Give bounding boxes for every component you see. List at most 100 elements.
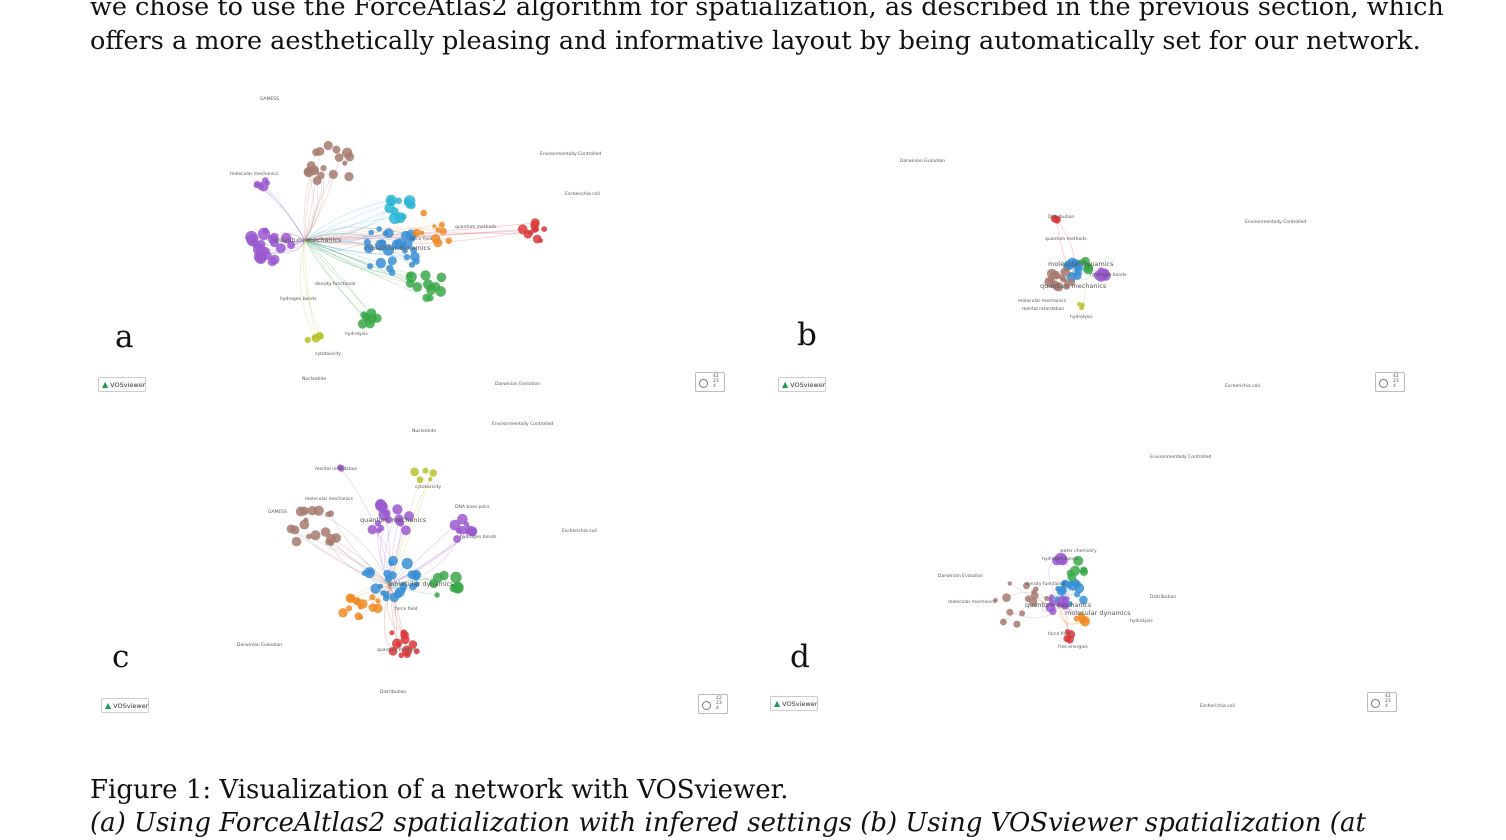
vosviewer-label: VOSviewer — [113, 701, 149, 710]
network-node — [1083, 263, 1094, 275]
node-label: Nucleotide — [302, 376, 326, 382]
node-group — [1044, 214, 1111, 311]
network-node — [1066, 569, 1074, 577]
node-label: quantum methods — [455, 224, 497, 230]
network-node — [367, 524, 377, 535]
network-edge — [389, 584, 398, 644]
network-node — [287, 241, 296, 249]
figure-caption: Figure 1: Visualization of a network wit… — [90, 775, 789, 805]
network-edge — [389, 531, 473, 586]
network-node — [445, 237, 453, 244]
network-node — [373, 603, 383, 614]
network-node — [1061, 579, 1070, 589]
network-node — [347, 595, 355, 603]
network-edge — [389, 524, 456, 586]
network-node — [312, 176, 322, 186]
vosviewer-logo-icon: ▲ — [105, 700, 112, 710]
node-label: force field — [410, 236, 433, 242]
network-node — [306, 533, 312, 540]
network-node — [256, 239, 266, 249]
network-edge — [304, 232, 389, 243]
network-edge — [299, 239, 315, 338]
node-label: Environmentally Controlled — [540, 151, 601, 157]
node-label: molecular dynamics — [1048, 260, 1114, 268]
network-node — [1048, 594, 1055, 600]
network-edge — [1056, 219, 1075, 276]
magnifier-icon — [699, 379, 708, 388]
network-edge — [360, 584, 391, 618]
network-node — [404, 511, 414, 522]
network-node — [1077, 301, 1082, 307]
network-node — [403, 651, 411, 658]
panel-letter: d — [790, 639, 810, 675]
network-node — [374, 520, 382, 527]
network-node — [439, 227, 447, 235]
network-node — [457, 513, 468, 525]
node-label: mental retardation — [315, 466, 357, 472]
node-label: DNA base pairs — [455, 504, 490, 510]
node-label: force field — [395, 606, 418, 612]
vosviewer-badge: ▲ VOSviewer — [770, 696, 818, 711]
network-node — [1079, 595, 1088, 605]
vosviewer-logo-icon: ▲ — [102, 379, 109, 389]
network-node — [257, 227, 271, 241]
network-edge — [304, 232, 372, 244]
network-node — [1000, 618, 1007, 626]
network-edge — [304, 238, 413, 266]
node-label: Escherichia coli — [562, 528, 597, 534]
network-node — [1080, 302, 1085, 307]
network-node — [457, 525, 467, 535]
network-node — [367, 263, 374, 270]
network-node — [398, 652, 405, 659]
network-node — [326, 533, 337, 544]
node-label: molecular mechanics — [305, 496, 354, 502]
network-node — [1077, 266, 1083, 272]
network-node — [533, 226, 539, 233]
network-edge — [304, 224, 442, 241]
network-edge — [389, 584, 438, 596]
network-edge — [294, 529, 391, 586]
node-label: mental retardation — [1022, 306, 1064, 312]
network-edge — [330, 542, 391, 586]
node-label: hydrogen bonds — [1042, 556, 1079, 562]
network-node — [1060, 276, 1066, 283]
network-node — [410, 251, 420, 262]
node-label: molecular mechanics — [1018, 298, 1067, 304]
network-edge — [387, 584, 404, 634]
intro-line-1: we chose to use the ForceAtlas2 algorith… — [90, 0, 1444, 22]
network-node — [1053, 215, 1061, 224]
network-edge — [290, 528, 391, 586]
network-node — [413, 581, 420, 588]
network-node — [388, 560, 395, 567]
network-node — [391, 638, 403, 649]
network-node — [375, 257, 387, 269]
node-label: hydrolysis — [1070, 314, 1093, 320]
network-node — [400, 635, 410, 645]
network-edge — [304, 207, 390, 241]
network-node — [275, 243, 286, 254]
network-node — [1031, 589, 1036, 595]
network-node — [375, 499, 386, 510]
network-edge — [304, 180, 319, 241]
network-edge — [304, 170, 315, 241]
network-node — [426, 285, 436, 296]
network-node — [377, 583, 384, 589]
network-node — [453, 535, 461, 543]
intro-paragraph: we chose to use the ForceAtlas2 algorith… — [90, 0, 1444, 58]
network-node — [408, 640, 418, 649]
intro-line-2: offers a more aesthetically pleasing and… — [90, 26, 1421, 56]
network-node — [435, 227, 442, 233]
magnifier-icon — [702, 701, 711, 710]
network-node — [523, 230, 533, 239]
